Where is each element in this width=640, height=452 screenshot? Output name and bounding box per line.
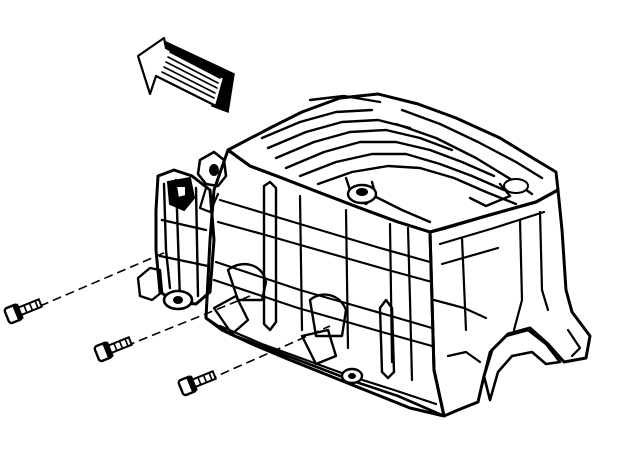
housing bbox=[136, 92, 592, 418]
direction-arrow-icon bbox=[136, 36, 235, 114]
fastener-leader-lines bbox=[39, 251, 331, 381]
bolt-icon bbox=[3, 297, 44, 325]
bolt-icon bbox=[177, 369, 218, 397]
bolt-icon bbox=[93, 335, 134, 363]
